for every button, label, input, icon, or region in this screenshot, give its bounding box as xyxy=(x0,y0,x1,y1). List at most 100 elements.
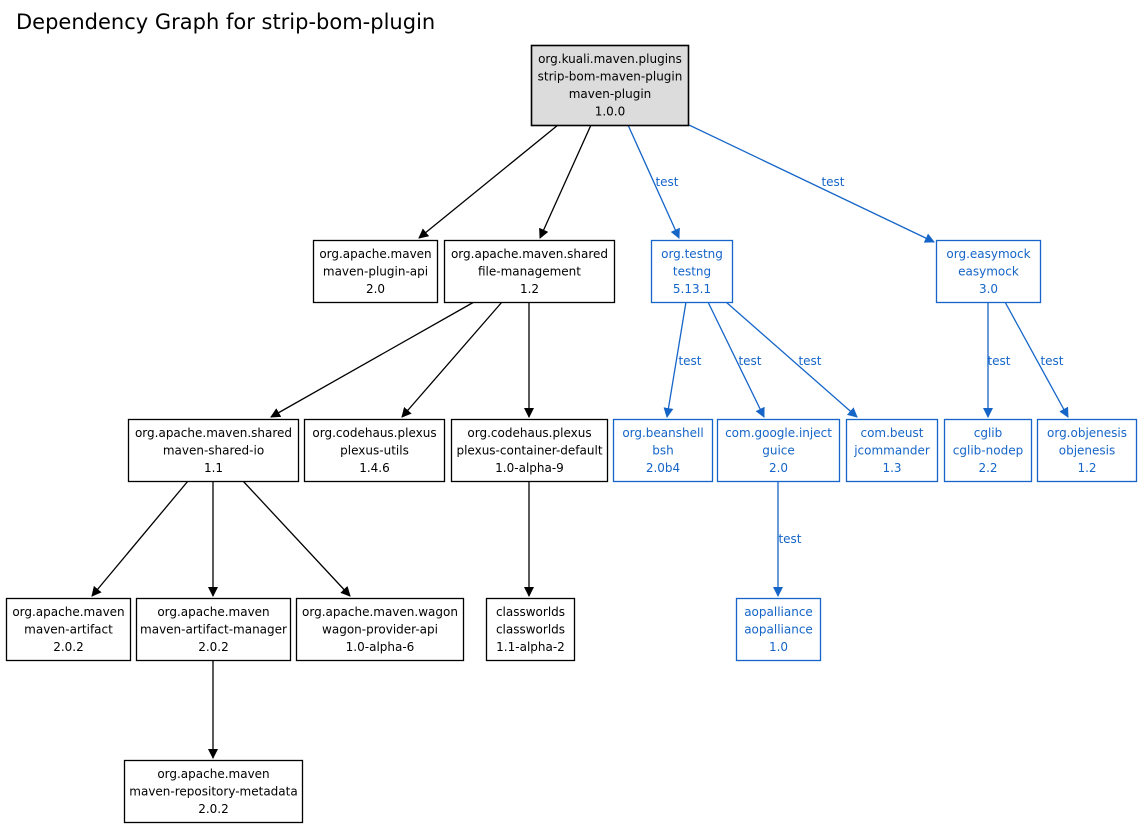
node-line: org.easymock xyxy=(946,247,1030,261)
node-line: classworlds xyxy=(496,605,565,619)
node-line: jcommander xyxy=(853,443,930,457)
node-line: maven-artifact xyxy=(24,622,113,636)
node-line: maven-artifact-manager xyxy=(140,622,287,636)
edge-root-to-easymock xyxy=(688,124,935,243)
node-line: org.apache.maven xyxy=(319,247,431,261)
node-line: 2.0b4 xyxy=(646,461,680,475)
node-line: maven-plugin-api xyxy=(323,264,428,278)
node-line: org.apache.maven.wagon xyxy=(302,605,458,619)
node-jcommander: com.beust jcommander 1.3 xyxy=(845,418,939,483)
edge-testng-to-guice xyxy=(707,301,765,418)
edge-easymock-to-objenesis xyxy=(1004,301,1069,418)
node-line: org.apache.maven.shared xyxy=(451,247,608,261)
node-line: file-management xyxy=(478,264,581,278)
edge-label: test xyxy=(778,532,801,546)
node-box xyxy=(1036,418,1138,483)
node-box xyxy=(303,418,446,483)
node-line: org.beanshell xyxy=(622,426,703,440)
node-file-mgmt: org.apache.maven.sharedfile-management1.… xyxy=(443,239,616,304)
edge-label: test xyxy=(655,175,678,189)
edge-label: test xyxy=(1040,354,1063,368)
node-box xyxy=(935,239,1042,304)
page-title: Dependency Graph for strip-bom-plugin xyxy=(16,10,436,34)
node-line: 1.1 xyxy=(204,461,223,475)
node-line: 2.0.2 xyxy=(198,802,229,816)
node-line: com.beust xyxy=(860,426,923,440)
edge-label: test xyxy=(987,354,1010,368)
node-box xyxy=(530,44,690,127)
node-line: plexus-utils xyxy=(340,443,409,457)
node-line: bsh xyxy=(652,443,673,457)
node-box xyxy=(135,597,292,662)
node-box xyxy=(716,418,841,483)
node-line: org.codehaus.plexus xyxy=(312,426,436,440)
node-line: maven-plugin xyxy=(569,87,652,101)
edge-testng-to-jcommander xyxy=(725,301,858,418)
node-box xyxy=(485,597,576,662)
node-line: cglib-nodep xyxy=(953,443,1023,457)
node-line: 1.0-alpha-9 xyxy=(495,461,564,475)
edge-shared-io-to-wagon xyxy=(242,480,351,597)
node-easymock: org.easymock easymock 3.0 xyxy=(935,239,1042,304)
node-line: org.objenesis xyxy=(1047,426,1127,440)
node-line: 1.2 xyxy=(1077,461,1096,475)
node-line: 1.0.0 xyxy=(595,105,626,119)
node-line: 1.3 xyxy=(882,461,901,475)
node-line: org.apache.maven xyxy=(157,767,269,781)
node-box xyxy=(312,239,439,304)
node-box xyxy=(5,597,132,662)
node-line: com.google.inject xyxy=(725,426,832,440)
edge-root-to-plugin-api xyxy=(418,124,559,239)
node-line: 2.0.2 xyxy=(53,640,84,654)
edge-file-mgmt-to-shared-io xyxy=(270,301,475,418)
node-line: wagon-provider-api xyxy=(322,622,438,636)
node-plugin-api: org.apache.maven maven-plugin-api 2.0 xyxy=(312,239,439,304)
node-box xyxy=(650,239,734,304)
node-line: org.codehaus.plexus xyxy=(467,426,591,440)
node-line: 2.0 xyxy=(769,461,788,475)
edge-shared-io-to-artifact xyxy=(91,480,189,597)
node-box xyxy=(127,418,300,483)
node-line: easymock xyxy=(958,264,1019,278)
node-line: maven-repository-metadata xyxy=(129,784,297,798)
node-line: maven-shared-io xyxy=(163,443,264,457)
edge-root-to-file-mgmt xyxy=(539,124,592,239)
node-line: aopalliance xyxy=(744,622,813,636)
node-box xyxy=(443,239,616,304)
node-box xyxy=(123,759,304,824)
node-line: 1.0-alpha-6 xyxy=(346,640,415,654)
node-aopalliance: aopalliance aopalliance 1.0 xyxy=(735,597,822,662)
node-classworlds: classworlds classworlds 1.1-alpha-2 xyxy=(485,597,576,662)
node-line: testng xyxy=(673,264,711,278)
node-line: 2.0.2 xyxy=(198,640,229,654)
node-line: 2.0 xyxy=(366,282,385,296)
node-artifact-mgr: org.apache.mavenmaven-artifact-manager2.… xyxy=(135,597,292,662)
node-line: plexus-container-default xyxy=(456,443,602,457)
node-box xyxy=(845,418,939,483)
node-line: org.testng xyxy=(661,247,723,261)
node-line: 2.2 xyxy=(978,461,997,475)
node-line: objenesis xyxy=(1059,443,1116,457)
edge-root-to-testng xyxy=(627,124,680,239)
edge-file-mgmt-to-plexus-utils xyxy=(401,301,503,418)
edge-label: test xyxy=(678,354,701,368)
node-line: aopalliance xyxy=(744,605,813,619)
node-line: 1.0 xyxy=(769,640,788,654)
node-box xyxy=(735,597,822,662)
edge-label: test xyxy=(821,175,844,189)
node-line: 1.1-alpha-2 xyxy=(496,640,565,654)
node-line: 3.0 xyxy=(979,282,998,296)
node-line: classworlds xyxy=(496,622,565,636)
node-objenesis: org.objenesis objenesis 1.2 xyxy=(1036,418,1138,483)
node-box xyxy=(943,418,1033,483)
node-shared-io: org.apache.maven.sharedmaven-shared-io1.… xyxy=(127,418,300,483)
node-line: strip-bom-maven-plugin xyxy=(538,70,683,84)
node-line: org.kuali.maven.plugins xyxy=(538,52,682,66)
node-box xyxy=(450,418,609,483)
node-line: 5.13.1 xyxy=(673,282,711,296)
